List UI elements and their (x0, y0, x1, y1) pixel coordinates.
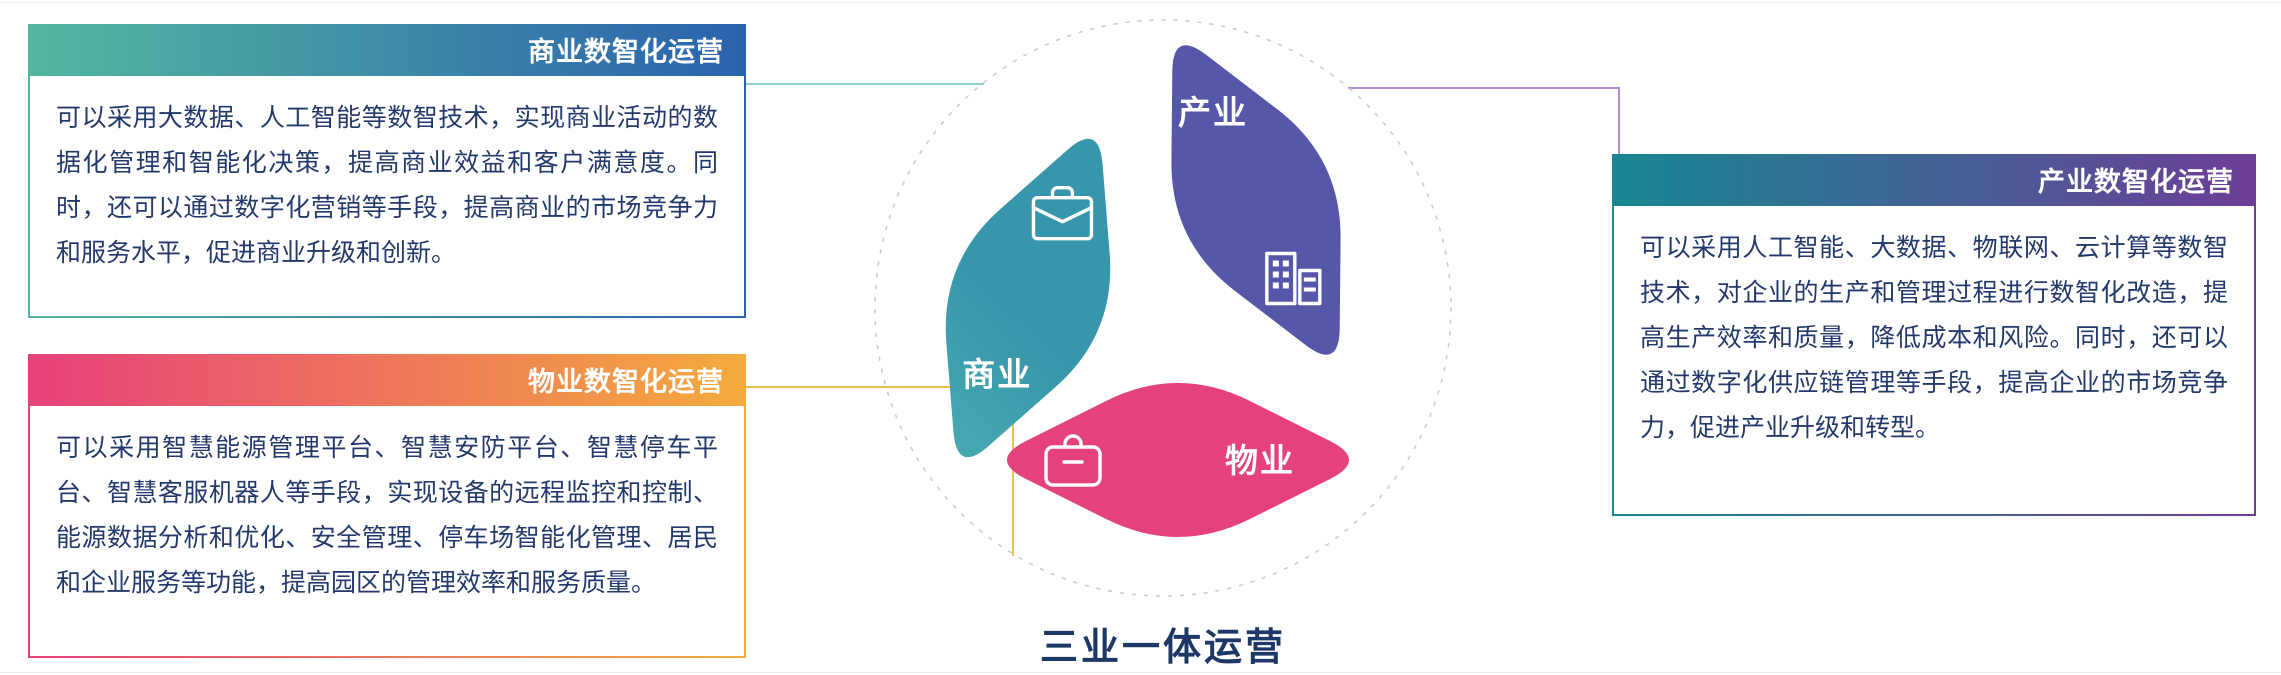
card-property: 物业数智化运营 可以采用智慧能源管理平台、智慧安防平台、智慧停车平台、智慧客服机… (28, 354, 746, 658)
label-industry: 产业 (1178, 94, 1248, 131)
card-industry-body: 可以采用人工智能、大数据、物联网、云计算等数智技术，对企业的生产和管理过程进行数… (1612, 204, 2256, 516)
card-commerce: 商业数智化运营 可以采用大数据、人工智能等数智技术，实现商业活动的数据化管理和智… (28, 24, 746, 318)
card-property-header: 物业数智化运营 (28, 354, 746, 404)
tri-business-logo: 商业 产业 (874, 19, 1452, 597)
card-industry: 产业数智化运营 可以采用人工智能、大数据、物联网、云计算等数智技术，对企业的生产… (1612, 154, 2256, 516)
dashed-circle (874, 19, 1452, 597)
label-commerce: 商业 (962, 356, 1032, 393)
diagram-title: 三业一体运营 (1039, 627, 1286, 669)
connector-property-line-h (746, 386, 1014, 388)
bottom-divider (0, 672, 2281, 673)
card-commerce-title: 商业数智化运营 (528, 36, 724, 67)
connector-industry-line-h (1348, 87, 1620, 89)
card-commerce-header: 商业数智化运营 (28, 24, 746, 74)
top-divider (0, 2, 2281, 3)
piece-commerce: 商业 (945, 138, 1111, 458)
buildings-icon (1265, 251, 1322, 306)
card-property-body: 可以采用智慧能源管理平台、智慧安防平台、智慧停车平台、智慧客服机器人等手段，实现… (28, 404, 746, 658)
piece-property: 物业 (1007, 383, 1349, 537)
label-property: 物业 (1225, 442, 1295, 479)
card-industry-header: 产业数智化运营 (1612, 154, 2256, 204)
toolbox-icon (1044, 434, 1102, 487)
card-industry-title: 产业数智化运营 (2038, 166, 2234, 197)
connector-industry-line-v (1618, 87, 1620, 156)
connector-property-line-v (1012, 386, 1014, 556)
piece-industry: 产业 (1171, 45, 1341, 355)
connector-commerce-line (746, 83, 984, 85)
card-commerce-body: 可以采用大数据、人工智能等数智技术，实现商业活动的数据化管理和智能化决策，提高商… (28, 74, 746, 318)
briefcase-icon (1031, 185, 1094, 241)
card-property-title: 物业数智化运营 (528, 366, 724, 397)
